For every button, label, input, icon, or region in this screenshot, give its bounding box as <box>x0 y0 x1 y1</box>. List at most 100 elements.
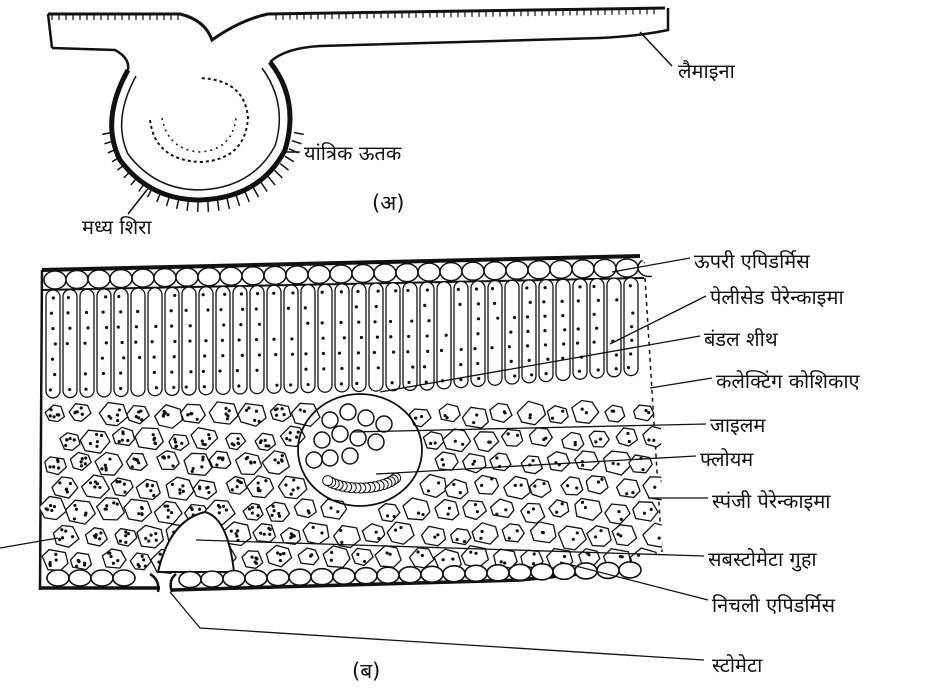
spongy-cell <box>605 405 625 422</box>
epidermis-cell <box>443 566 465 582</box>
trichome <box>227 197 230 209</box>
epidermis-cell <box>396 264 418 282</box>
chloroplast <box>514 484 517 487</box>
chloroplast <box>336 510 339 513</box>
chloroplast <box>200 465 203 468</box>
epidermis-cell <box>198 268 220 286</box>
chloroplast <box>203 354 206 357</box>
chloroplast <box>149 534 152 537</box>
spongy-cell <box>298 548 319 565</box>
chloroplast <box>513 316 516 319</box>
chloroplast <box>516 529 519 532</box>
spongy-cell <box>53 526 79 548</box>
chloroplast <box>253 461 256 464</box>
chloroplast <box>454 440 457 443</box>
chloroplast <box>105 468 108 471</box>
chloroplast <box>119 372 122 375</box>
leader-lamina <box>640 32 672 66</box>
trichome <box>292 141 302 144</box>
chloroplast <box>264 444 267 447</box>
chloroplast <box>138 565 141 568</box>
spongy-cell <box>562 432 584 450</box>
chloroplast <box>455 538 458 541</box>
epidermis-cell <box>88 270 110 288</box>
chloroplast <box>631 311 634 314</box>
chloroplast <box>599 529 602 532</box>
chloroplast <box>417 512 420 515</box>
chloroplast <box>154 532 157 535</box>
chloroplast <box>561 300 564 303</box>
chloroplast <box>84 388 87 391</box>
chloroplast <box>257 481 260 484</box>
leader-stomata <box>170 592 704 660</box>
xylem-vessel <box>358 410 374 426</box>
spongy-cell <box>66 500 96 524</box>
trichome <box>294 133 304 135</box>
spongy-cell <box>410 548 434 568</box>
chloroplast <box>615 367 618 370</box>
chloroplast <box>60 528 63 531</box>
chloroplast <box>612 462 615 465</box>
chloroplast <box>272 292 275 295</box>
chloroplast <box>477 302 480 305</box>
chloroplast <box>68 388 71 391</box>
chloroplast <box>339 321 342 324</box>
epidermis-cell <box>421 566 443 582</box>
chloroplast <box>581 464 584 467</box>
chloroplast <box>410 319 413 322</box>
xylem-vessel <box>368 434 384 450</box>
chloroplast <box>149 489 152 492</box>
chloroplast <box>440 349 443 352</box>
chloroplast <box>54 342 57 345</box>
chloroplast <box>434 441 437 444</box>
chloroplast <box>245 409 248 412</box>
chloroplast <box>147 539 150 542</box>
chloroplast <box>191 508 194 511</box>
chloroplast <box>561 502 564 505</box>
chloroplast <box>289 536 292 539</box>
chloroplast <box>619 534 622 537</box>
chloroplast <box>254 556 257 559</box>
chloroplast <box>232 443 235 446</box>
spongy-cell <box>530 479 552 497</box>
chloroplast <box>163 505 166 508</box>
chloroplast <box>385 551 388 554</box>
chloroplast <box>283 413 286 416</box>
spongy-cell <box>113 427 135 445</box>
chloroplast <box>112 562 115 565</box>
chloroplast <box>182 490 185 493</box>
chloroplast <box>207 491 210 494</box>
chloroplast <box>355 305 358 308</box>
chloroplast <box>291 291 294 294</box>
chloroplast <box>155 386 158 389</box>
epidermis-cell <box>374 264 396 282</box>
chloroplast <box>163 410 166 413</box>
spongy-cell <box>135 428 163 450</box>
chloroplast <box>597 480 600 483</box>
chloroplast <box>459 363 462 366</box>
chloroplast <box>272 505 275 508</box>
palisade-cell <box>46 290 60 398</box>
chloroplast <box>89 481 92 484</box>
chloroplast <box>500 560 503 563</box>
midrib-outline <box>112 62 290 200</box>
chloroplast <box>652 439 655 442</box>
chloroplast <box>203 385 206 388</box>
epidermis-cell <box>201 571 223 587</box>
chloroplast <box>272 338 275 341</box>
chloroplast <box>140 506 143 509</box>
chloroplast <box>373 351 376 354</box>
spongy-cell <box>262 451 289 474</box>
chloroplast <box>480 530 483 533</box>
chloroplast <box>206 308 209 311</box>
spongy-cell <box>52 477 78 498</box>
chloroplast <box>641 468 644 471</box>
trichome <box>285 156 294 161</box>
label-substomatal-cavity: सबस्टोमेटा गुहा <box>708 547 817 572</box>
chloroplast <box>105 326 108 329</box>
chloroplast <box>376 336 379 339</box>
chloroplast <box>259 441 262 444</box>
chloroplast <box>104 295 107 298</box>
chloroplast <box>118 408 121 411</box>
chloroplast <box>427 319 430 322</box>
